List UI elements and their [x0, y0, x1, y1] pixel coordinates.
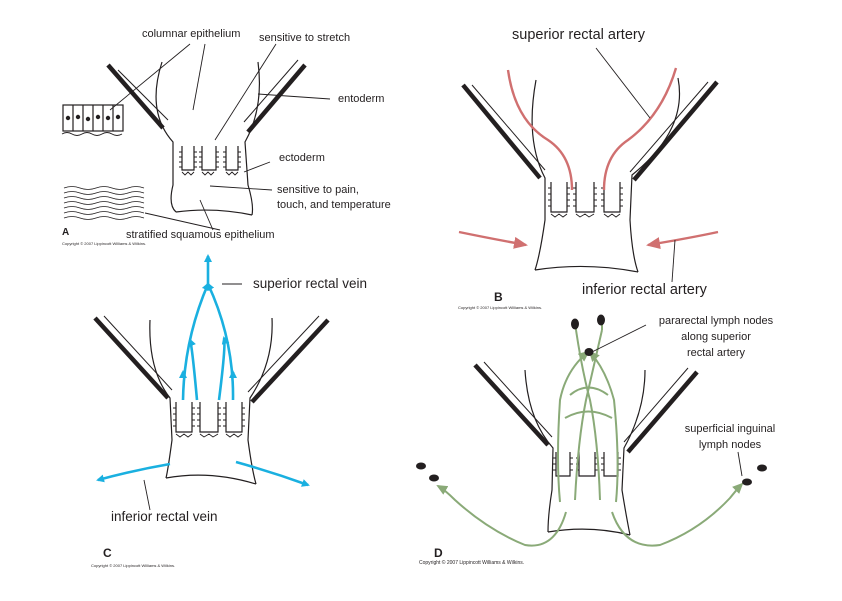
inferior-rectal-vein — [96, 460, 310, 487]
anal-columns-c — [173, 402, 245, 438]
canal-wall-left-c — [149, 319, 173, 479]
superior-rectal-artery — [506, 67, 678, 191]
panel-letter-c: C — [103, 546, 112, 560]
levator-ani-left-c — [93, 315, 173, 400]
copyright-c: Copyright © 2007 Lippincott Williams & W… — [91, 563, 176, 568]
panel-b — [458, 47, 719, 283]
canal-wall-right-a — [244, 61, 260, 216]
label-lymph-nodes: lymph nodes — [698, 439, 762, 451]
canal-wall-right-c — [247, 317, 273, 485]
levator-ani-right-c — [247, 315, 330, 404]
anal-columns-a — [179, 146, 241, 176]
inguinal-node-right-1 — [757, 464, 767, 472]
label-touch-temperature: touch, and temperature — [277, 199, 391, 211]
copyright-b: Copyright © 2007 Lippincott Williams & W… — [458, 305, 543, 310]
label-inferior-rectal-vein: inferior rectal vein — [111, 509, 218, 524]
label-along-superior: along superior — [681, 331, 751, 343]
label-sensitive-to-pain: sensitive to pain, — [277, 184, 359, 196]
leader-lines-c — [143, 283, 242, 511]
canal-bottom-b — [534, 265, 639, 273]
panel-letter-b: B — [494, 290, 503, 304]
panel-c — [93, 254, 330, 511]
anal-columns-b — [548, 182, 623, 218]
canal-wall-left-d — [524, 369, 554, 533]
leader-lines-a — [109, 43, 331, 231]
levator-ani-left-d — [473, 361, 553, 447]
panel-letter-d: D — [434, 546, 443, 560]
canal-bottom-c — [165, 474, 257, 485]
inguinal-node-right-2 — [742, 478, 752, 486]
levator-ani-left-a — [106, 63, 169, 130]
label-superior-rectal-vein: superior rectal vein — [253, 276, 368, 291]
leader-lines-d — [591, 324, 743, 477]
label-entoderm: entoderm — [338, 93, 385, 105]
canal-bottom-a — [175, 209, 253, 216]
label-sensitive-to-stretch: sensitive to stretch — [259, 32, 351, 44]
inguinal-node-left-2 — [429, 474, 439, 482]
label-columnar-epithelium: columnar epithelium — [142, 28, 241, 40]
canal-bottom-d — [547, 528, 631, 536]
copyright-a: Copyright © 2007 Lippincott Williams & W… — [62, 241, 147, 246]
inguinal-lymph-nodes — [416, 462, 767, 486]
inguinal-lymph-drainage — [436, 482, 744, 547]
canal-wall-left-b — [531, 79, 546, 271]
pararectal-node-3 — [584, 348, 594, 356]
anal-columns-d — [553, 452, 621, 477]
inferior-rectal-artery — [458, 230, 719, 249]
canal-wall-right-d — [621, 369, 646, 536]
label-superficial-inguinal: superficial inguinal — [684, 423, 776, 435]
panel-letter-a: A — [62, 227, 70, 238]
label-stratified-squamous: stratified squamous epithelium — [126, 229, 275, 241]
leader-lines-b — [595, 47, 676, 283]
pararectal-lymph-nodes — [571, 314, 605, 356]
pararectal-node-2 — [597, 314, 605, 326]
squamous-epithelium-inset — [63, 186, 145, 220]
superior-rectal-vein — [179, 254, 237, 401]
canal-wall-left-a — [155, 61, 177, 213]
levator-ani-right-a — [243, 59, 307, 134]
panel-d — [416, 314, 767, 547]
label-superior-rectal-artery: superior rectal artery — [512, 27, 645, 43]
label-inferior-rectal-artery: inferior rectal artery — [582, 282, 707, 298]
label-ectoderm: ectoderm — [279, 152, 325, 164]
inguinal-node-left-1 — [416, 462, 426, 470]
pararectal-node-1 — [571, 318, 579, 330]
levator-ani-right-b — [629, 80, 719, 182]
label-pararectal-nodes: pararectal lymph nodes — [658, 315, 774, 327]
canal-wall-right-b — [629, 77, 681, 273]
columnar-epithelium-inset — [61, 104, 124, 136]
copyright-d: Copyright © 2007 Lippincott Williams & W… — [419, 560, 525, 566]
panel-a — [61, 43, 331, 231]
levator-ani-right-d — [623, 367, 699, 454]
levator-ani-left-b — [461, 83, 546, 180]
label-rectal-artery: rectal artery — [686, 347, 746, 359]
